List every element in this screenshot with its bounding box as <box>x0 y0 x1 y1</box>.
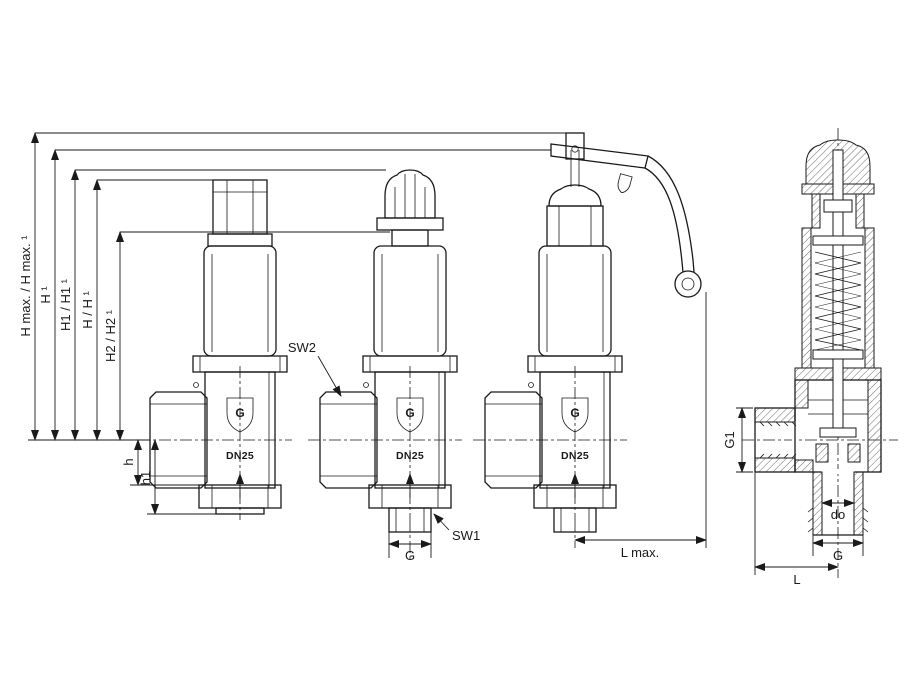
dim-label-g-inlet: G <box>405 548 415 563</box>
section-seat-left <box>815 443 829 463</box>
section-outlet-wall-left <box>812 471 823 536</box>
section-spring-plate-bottom <box>812 349 864 360</box>
lever-pivot-pin <box>571 145 579 153</box>
cap-dome <box>548 184 602 207</box>
inlet-face <box>215 507 265 515</box>
section-spindle <box>832 149 844 437</box>
outlet-thread-ticks <box>807 507 869 533</box>
dim-label-h1-small: h1 <box>138 471 153 485</box>
lever-rod-outer <box>647 155 695 273</box>
side-thread-ticks <box>759 421 797 459</box>
section-housing-wall-left <box>801 227 812 369</box>
dim-label-l: L <box>793 572 800 587</box>
left-dimension-lines: H max. / H max. ¹ H ¹ H1 / H1 ¹ H / H ¹ … <box>18 132 566 515</box>
valve-section-view: G1 do G L <box>722 128 898 587</box>
dim-label-g1: G1 <box>722 431 737 448</box>
section-housing-wall-right <box>864 227 875 369</box>
dim-label-do: do <box>831 507 845 522</box>
knob-knurling <box>394 174 426 218</box>
section-lock-nut <box>823 199 853 213</box>
valve-view-lever <box>546 132 702 548</box>
bottom-dimensions: G L max. <box>388 292 707 563</box>
sw2-leader <box>317 355 342 397</box>
dim-label-h-max: H max. / H max. ¹ <box>18 235 33 337</box>
dim-label-gsec: G <box>833 548 843 563</box>
sw2-label: SW2 <box>288 340 316 355</box>
lever-ring <box>674 270 702 298</box>
lever-cap-hex <box>546 205 604 247</box>
section-valve-disc <box>819 427 857 438</box>
bonnet-neck <box>391 229 429 247</box>
section-neck-wall-left <box>811 193 821 229</box>
dim-label-l-max: L max. <box>621 545 660 560</box>
section-spring-plate-top <box>812 235 864 246</box>
cap-step <box>207 233 273 247</box>
valve-view-lifting-knob <box>376 169 444 562</box>
dim-label-h-sup: H ¹ <box>38 286 53 304</box>
lifting-knob <box>384 169 436 219</box>
knob-flange <box>376 217 444 231</box>
callouts: SW2 SW1 <box>288 340 480 543</box>
hang-tag-shield-icon <box>617 173 633 194</box>
dim-label-h: H / H ¹ <box>80 291 95 329</box>
dim-label-h1: H1 / H1 ¹ <box>58 278 73 331</box>
dim-label-h-small: h <box>121 458 136 465</box>
lever-rod-inner <box>644 167 684 273</box>
section-neck-wall-right <box>855 193 865 229</box>
sw1-label: SW1 <box>452 528 480 543</box>
valve-view-closed-cap <box>207 179 273 515</box>
section-seat-right <box>847 443 861 463</box>
section-outlet-wall-right <box>853 471 864 536</box>
gastight-cap <box>212 179 268 235</box>
dim-label-h2: H2 / H2 ¹ <box>103 309 118 362</box>
sw1-leader <box>433 513 450 531</box>
